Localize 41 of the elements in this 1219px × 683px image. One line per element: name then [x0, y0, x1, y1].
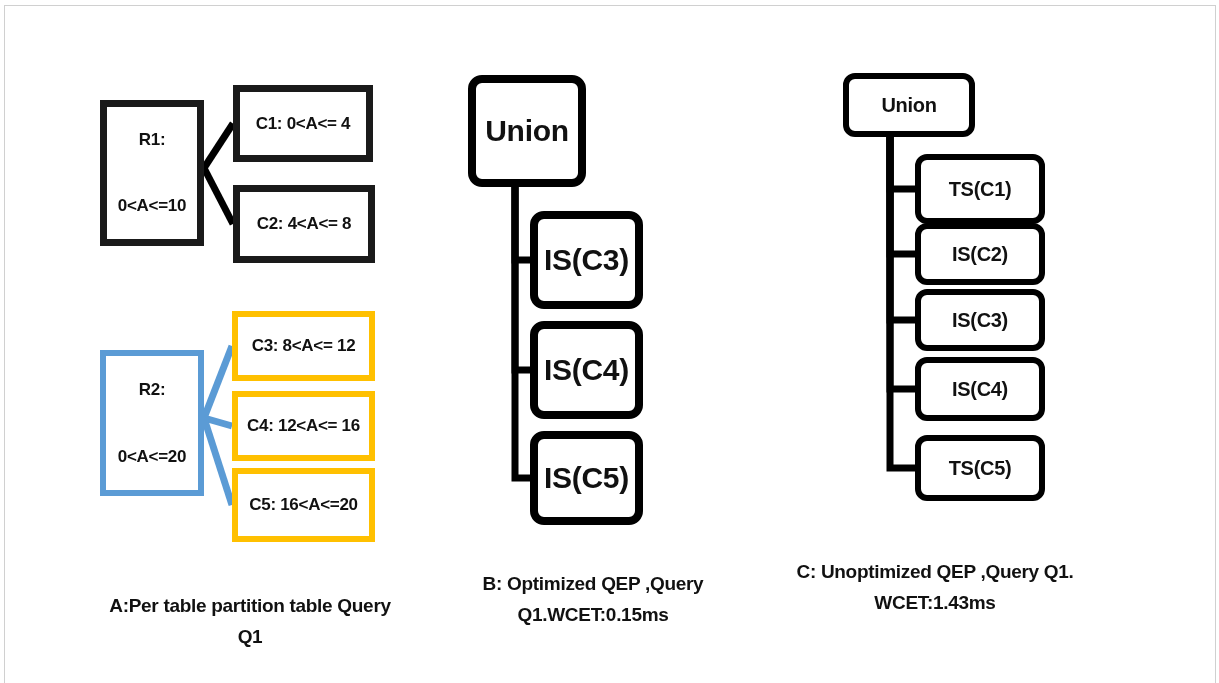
node-label: C1: 0<A<= 4 — [255, 113, 351, 134]
connector-line — [511, 187, 530, 482]
panel-caption: A:Per table partition table Query Q1 — [108, 594, 392, 649]
partition-box — [100, 350, 204, 496]
node-label: 0<A<=10 — [117, 196, 187, 216]
node-label: TS(C1) — [948, 177, 1012, 201]
operator-box — [915, 435, 1045, 501]
node-label: Union — [485, 114, 569, 148]
node-label: IS(C5) — [544, 461, 629, 495]
operator-box — [915, 223, 1045, 285]
node-label: C4: 12<A<= 16 — [247, 416, 360, 436]
node-label: C2: 4<A<= 8 — [256, 214, 352, 234]
node-label: IS(C3) — [952, 308, 1008, 332]
node-label: IS(C2) — [952, 242, 1008, 266]
node-label: 0<A<=20 — [117, 446, 187, 467]
operator-box — [915, 289, 1045, 351]
partition-box — [232, 468, 375, 542]
operator-box — [915, 357, 1045, 421]
connector-line — [886, 137, 915, 472]
node-label: Union — [881, 93, 937, 117]
partition-box — [233, 185, 375, 263]
operator-box — [468, 75, 586, 187]
node-label: IS(C3) — [544, 243, 629, 277]
node-label: R1: — [138, 130, 166, 150]
partition-box — [232, 391, 375, 461]
node-label: IS(C4) — [952, 377, 1008, 401]
panel-caption: C: Unoptimized QEP ,Query Q1. WCET:1.43ms — [795, 560, 1075, 615]
operator-box — [530, 431, 643, 525]
operator-box — [843, 73, 975, 137]
partition-box — [232, 311, 375, 381]
node-label: TS(C5) — [948, 456, 1012, 480]
operator-box — [530, 321, 643, 419]
operator-box — [530, 211, 643, 309]
partition-box — [100, 100, 204, 246]
panel-caption: B: Optimized QEP ,Query Q1.WCET:0.15ms — [481, 572, 705, 627]
partition-box — [233, 85, 373, 162]
operator-box — [915, 154, 1045, 224]
node-label: C5: 16<A<=20 — [249, 495, 358, 515]
node-label: IS(C4) — [544, 353, 629, 387]
node-label: R2: — [138, 379, 166, 400]
node-label: C3: 8<A<= 12 — [251, 336, 356, 356]
